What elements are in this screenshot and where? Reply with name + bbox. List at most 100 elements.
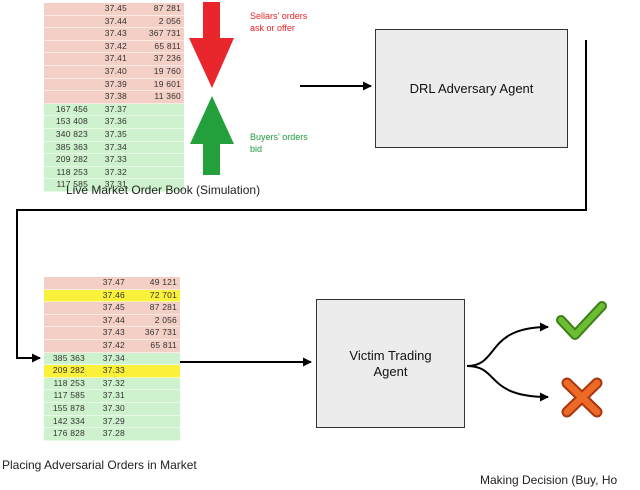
- price-cell: 37.43: [104, 28, 127, 39]
- bid-qty-cell: [44, 41, 91, 53]
- price-cell: 37.40: [104, 65, 127, 76]
- bid-qty-cell: 209 282: [55, 154, 88, 165]
- ask-qty-cell: [130, 167, 184, 179]
- price-cell: 37.34: [102, 352, 125, 363]
- price-cell: 37.32: [104, 166, 127, 177]
- ask-qty-cell: 11 360: [154, 91, 181, 102]
- bid-row: 118 253 37.32: [44, 166, 184, 180]
- ask-qty-cell: 49 121: [149, 277, 177, 287]
- ask-qty-cell: [130, 154, 184, 166]
- drl-adversary-agent-box: DRL Adversary Agent: [375, 29, 568, 148]
- ask-qty-cell: [130, 142, 184, 154]
- price-cell: 37.37: [104, 103, 127, 114]
- ask-row: 37.44 2 056: [44, 314, 180, 328]
- ask-row: 37.43 367 731: [44, 28, 184, 41]
- victim-trading-agent-box: Victim Trading Agent: [316, 299, 465, 428]
- price-cell: 37.44: [104, 15, 127, 26]
- ask-qty-cell: 2 056: [154, 314, 177, 325]
- ask-qty-cell: [128, 378, 180, 390]
- ask-qty-cell: [128, 353, 180, 365]
- bid-qty-cell: [44, 79, 91, 91]
- ask-qty-cell: 367 731: [144, 327, 177, 338]
- ask-qty-cell: [130, 104, 184, 116]
- decision-branch-down: [466, 365, 549, 402]
- ask-row: 37.43 367 731: [44, 327, 180, 340]
- price-cell: 37.35: [104, 128, 127, 139]
- price-cell: 37.28: [102, 428, 125, 439]
- bid-row: 142 334 37.29: [44, 415, 180, 429]
- bid-qty-cell: 209 282: [52, 365, 85, 376]
- bid-qty-cell: 385 363: [52, 352, 85, 363]
- ask-qty-cell: 2 056: [158, 15, 181, 26]
- bid-qty-cell: [44, 277, 88, 289]
- bid-qty-cell: 176 828: [52, 428, 85, 439]
- ask-qty-cell: 19 760: [153, 65, 181, 76]
- cross-icon: [561, 377, 603, 418]
- price-cell: 37.42: [102, 339, 125, 350]
- bid-qty-cell: [44, 340, 88, 352]
- ask-row: 37.40 19 760: [44, 65, 184, 79]
- sell-arrow: [189, 2, 234, 88]
- ask-qty-cell: 367 731: [148, 28, 181, 39]
- bid-qty-cell: [44, 28, 91, 40]
- decision-caption: Making Decision (Buy, Ho: [480, 473, 618, 487]
- ask-qty-cell: 65 811: [154, 40, 181, 51]
- bid-qty-cell: 142 334: [52, 415, 85, 426]
- decision-branch-up: [466, 322, 549, 367]
- ask-qty-cell: 65 811: [150, 339, 177, 350]
- bid-qty-cell: [44, 16, 91, 28]
- ask-qty-cell: [130, 116, 184, 128]
- bid-qty-cell: 340 823: [55, 128, 88, 139]
- ask-row: 37.45 87 281: [44, 302, 180, 315]
- price-cell: 37.47: [102, 277, 125, 287]
- bid-row: 153 408 37.36: [44, 116, 184, 129]
- ask-row: 37.44 2 056: [44, 15, 184, 29]
- price-cell: 37.31: [102, 390, 125, 401]
- price-cell: 37.44: [102, 314, 125, 325]
- bid-qty-cell: [44, 315, 88, 327]
- price-cell: 37.29: [102, 415, 125, 426]
- bid-qty-cell: 118 253: [56, 166, 88, 177]
- buy-arrow: [190, 96, 234, 175]
- bid-row: 209 282 37.33: [44, 154, 184, 167]
- price-cell: 37.42: [104, 40, 127, 51]
- live-order-book-caption: Live Market Order Book (Simulation): [66, 183, 261, 197]
- bid-qty-cell: [44, 53, 91, 65]
- sellers-orders-label: Sellars' orders ask or offer: [250, 11, 308, 33]
- price-cell: 37.43: [102, 327, 125, 338]
- price-cell: 37.36: [104, 116, 127, 127]
- price-cell: 37.38: [104, 91, 127, 102]
- price-cell: 37.33: [104, 154, 127, 165]
- price-cell: 37.39: [104, 78, 127, 89]
- ask-qty-cell: 37 236: [153, 53, 181, 64]
- bid-row: 385 363 37.34: [44, 352, 180, 366]
- ask-qty-cell: [128, 390, 180, 402]
- bid-qty-cell: [44, 302, 88, 314]
- ask-row: 37.42 65 811: [44, 339, 180, 353]
- buyers-orders-label: Buyers' orders bid: [250, 132, 308, 154]
- adversarial-orders-caption: Placing Adversarial Orders in Market: [2, 458, 197, 472]
- bid-row: 340 823 37.35: [44, 128, 184, 142]
- bid-qty-cell: 153 408: [55, 116, 88, 127]
- price-cell: 37.46: [102, 289, 125, 300]
- price-cell: 37.34: [104, 141, 127, 152]
- price-cell: 37.33: [102, 365, 125, 376]
- bid-qty-cell: 118 253: [53, 377, 85, 388]
- price-cell: 37.45: [102, 302, 125, 313]
- bid-qty-cell: [44, 290, 88, 302]
- ask-qty-cell: [130, 129, 184, 141]
- ask-qty-cell: 87 281: [153, 3, 181, 13]
- ask-qty-cell: 87 281: [149, 302, 177, 313]
- bid-qty-cell: 155 878: [52, 402, 85, 413]
